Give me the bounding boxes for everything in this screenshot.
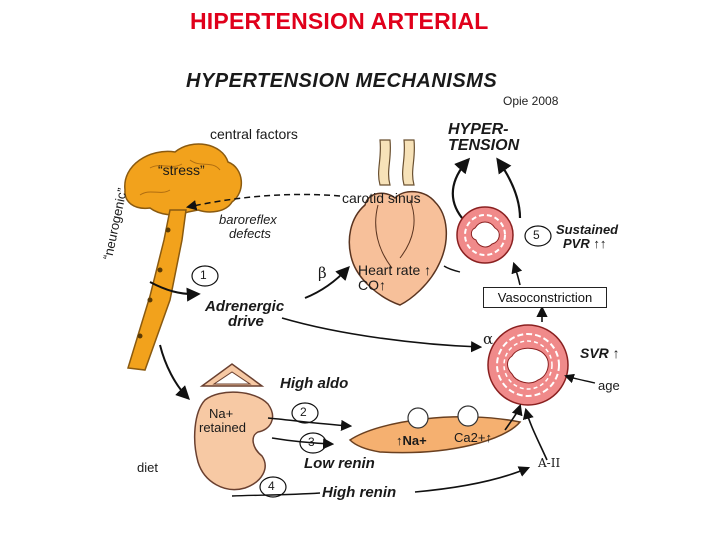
sustained-label: Sustained	[556, 222, 619, 237]
brain-illustration	[124, 143, 242, 216]
high-aldo-label: High aldo	[280, 375, 349, 392]
drive-label: drive	[228, 313, 264, 330]
heart-illustration	[348, 190, 448, 306]
diet-label: diet	[137, 460, 158, 475]
vasoconstriction-box: Vasoconstriction	[483, 287, 607, 308]
step-3-number: 3	[308, 435, 315, 449]
kidney-illustration	[193, 391, 274, 491]
step-5-marker	[524, 225, 552, 247]
defects-label: defects	[229, 226, 271, 241]
spinal-cord-illustration	[127, 209, 187, 371]
sustained-pvr-vessel-illustration	[456, 206, 514, 264]
figure-source: Opie 2008	[503, 94, 559, 108]
hyper-label: HYPER-	[448, 121, 509, 138]
retained-label: retained	[199, 420, 246, 435]
alpha-receptor-label: α	[483, 330, 494, 348]
step-2-marker	[291, 402, 319, 424]
svr-vessel-illustration	[487, 324, 569, 406]
tension-label: TENSION	[448, 137, 520, 154]
pvr-label: PVR ↑↑	[563, 236, 607, 251]
step-4-number: 4	[268, 479, 275, 493]
step-4-marker	[259, 476, 287, 498]
step-1-marker	[191, 265, 219, 287]
adrenergic-label: Adrenergic	[205, 298, 285, 315]
svr-label: SVR ↑	[580, 345, 620, 361]
cardiac-output-label: CO↑	[358, 277, 386, 293]
cell-calcium-label: Ca2+↑	[454, 430, 492, 445]
heart-rate-label: Heart rate ↑	[358, 262, 432, 278]
high-renin-label: High renin	[322, 484, 397, 501]
step-1-number: 1	[200, 268, 207, 282]
hypertension-label: HYPER-TENSION	[448, 122, 519, 154]
age-label: age	[598, 378, 620, 393]
slide-title: HIPERTENSION ARTERIAL	[190, 8, 489, 34]
low-renin-label: Low renin	[304, 455, 375, 472]
step-5-number: 5	[533, 228, 540, 242]
figure-title: HYPERTENSION MECHANISMS	[186, 70, 498, 92]
stress-label: “stress”	[158, 162, 205, 178]
step-2-number: 2	[300, 405, 307, 419]
cell-sodium-label: ↑Na+	[396, 433, 427, 448]
carotid-sinus-label: carotid sinus	[342, 190, 421, 206]
beta-receptor-label: β	[318, 264, 327, 282]
carotid-vessels-illustration	[377, 139, 416, 186]
smooth-muscle-cell-illustration	[348, 416, 522, 454]
baroreflex-label: baroreflex	[219, 212, 277, 227]
na-plus-label: Na+	[209, 406, 234, 421]
central-factors-label: central factors	[210, 126, 298, 142]
angiotensin-ii-label: A-II	[538, 456, 561, 470]
